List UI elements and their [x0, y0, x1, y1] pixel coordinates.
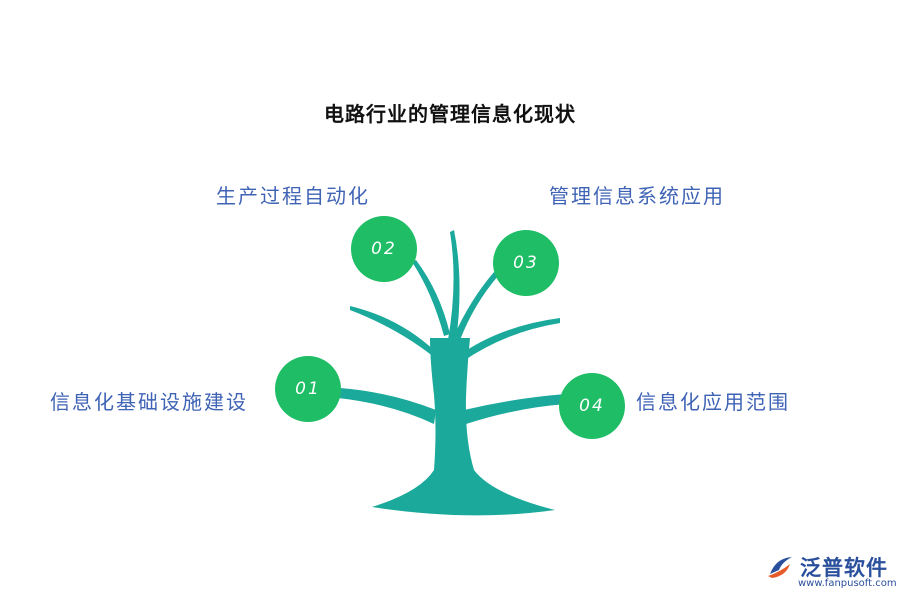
label-03: 管理信息系统应用 — [549, 184, 725, 208]
badge-03: 03 — [493, 230, 559, 296]
tree-base — [372, 470, 555, 516]
label-02: 生产过程自动化 — [216, 184, 370, 208]
branch-03 — [454, 272, 498, 340]
label-04: 信息化应用范围 — [636, 390, 790, 414]
tree-trunk — [430, 338, 474, 470]
branch-01 — [338, 388, 436, 424]
badge-number: 01 — [295, 379, 321, 399]
badge-number: 04 — [579, 396, 605, 416]
branch-left-high — [350, 306, 440, 362]
logo-icon — [768, 557, 792, 578]
logo-name: 泛普软件 — [800, 556, 888, 580]
badge-02: 02 — [351, 216, 417, 282]
logo-url: www.fanpusoft.com — [798, 578, 897, 589]
branch-right-high — [458, 318, 560, 362]
branch-center — [448, 230, 460, 342]
branch-02 — [412, 260, 450, 336]
brand-logo: 泛普软件 — [766, 552, 888, 582]
page-title: 电路行业的管理信息化现状 — [324, 102, 576, 126]
badge-number: 03 — [513, 253, 539, 273]
badge-04: 04 — [559, 373, 625, 439]
badge-number: 02 — [371, 239, 397, 259]
branch-04 — [464, 394, 566, 424]
label-01: 信息化基础设施建设 — [50, 390, 248, 414]
badge-01: 01 — [275, 356, 341, 422]
